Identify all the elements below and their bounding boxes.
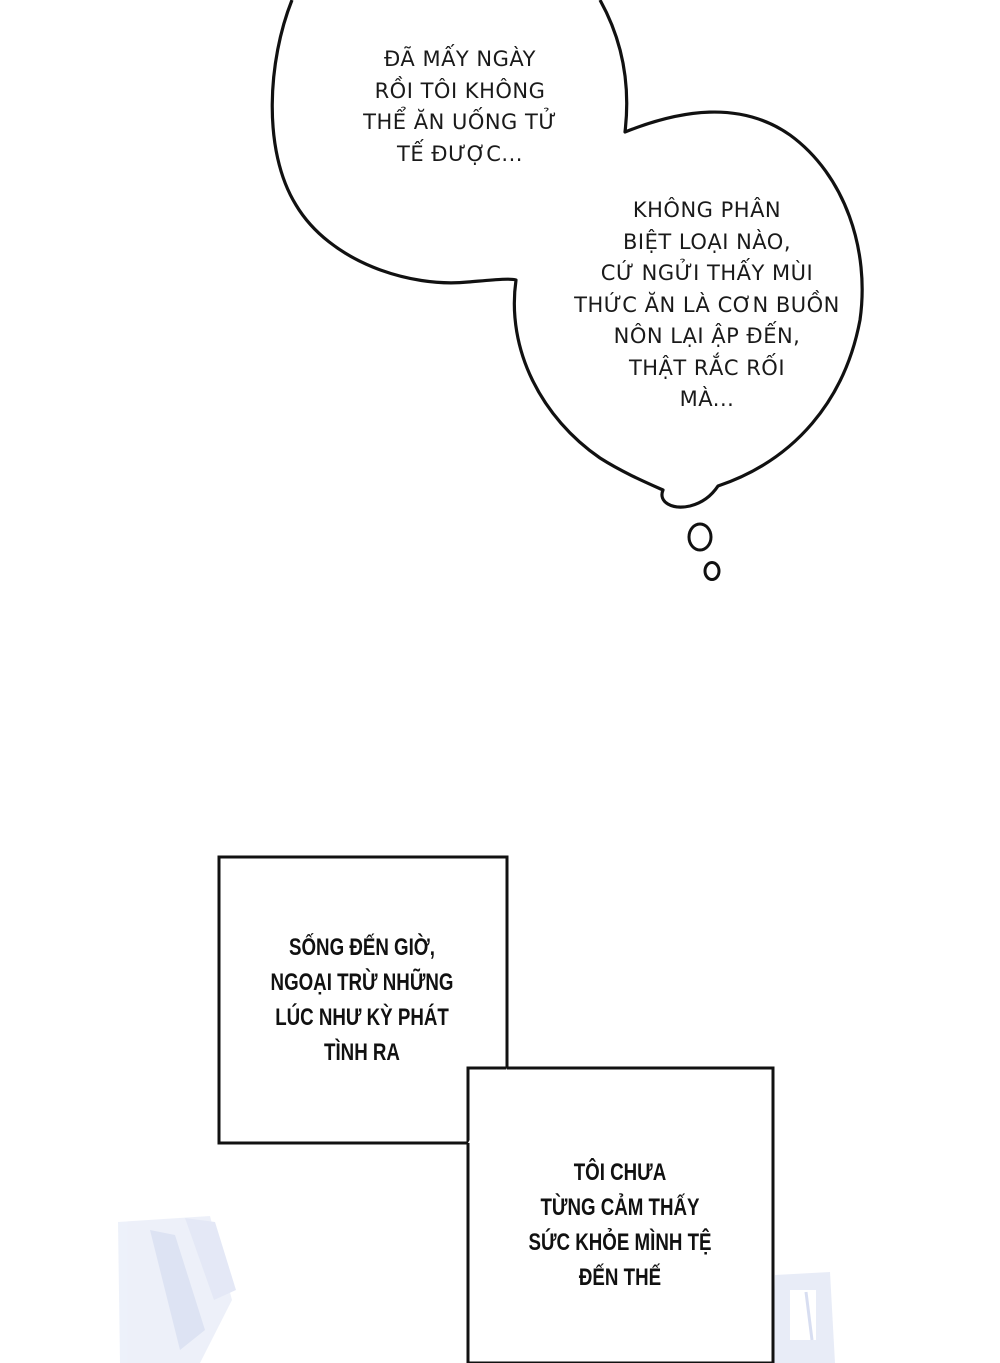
caption-line: NGOẠI TRỪ NHỮNG — [270, 969, 454, 996]
thought-trail-dot-large — [687, 522, 713, 552]
thought-bubble-text-2: KHÔNG PHÂN BIỆT LOẠI NÀO, CỨ NGỬI THẤY M… — [547, 195, 867, 416]
thought-line: NÔN LẠI ẬP ĐẾN, — [613, 324, 801, 348]
thought-line: MÀ... — [679, 387, 735, 411]
thought-line: RỒI TÔI KHÔNG — [374, 78, 546, 103]
thought-line: CỨ NGỬI THẤY MÙI — [600, 261, 814, 285]
thought-line: THỨC ĂN LÀ CƠN BUỒN — [574, 292, 840, 317]
thought-bubble-text-1: ĐÃ MẤY NGÀY RỒI TÔI KHÔNG THỂ ĂN UỐNG TỬ… — [300, 44, 620, 170]
caption-box-text-1: SỐNG ĐẾN GIỜ, NGOẠI TRỪ NHỮNG LÚC NHƯ KỲ… — [245, 930, 479, 1070]
caption-box-lower-outline — [466, 1066, 775, 1363]
caption-line: TÔI CHƯA — [573, 1159, 667, 1186]
caption-line: TỪNG CẢM THẤY — [540, 1194, 700, 1221]
caption-line: SỐNG ĐẾN GIỜ, — [288, 934, 435, 961]
caption-line: LÚC NHƯ KỲ PHÁT — [275, 1004, 449, 1031]
thought-line: KHÔNG PHÂN — [632, 198, 782, 222]
faded-background-art — [118, 1216, 835, 1363]
caption-line: SỨC KHỎE MÌNH TỆ — [528, 1229, 712, 1256]
thought-bubble-outline — [270, 0, 864, 509]
caption-line: ĐẾN THẾ — [578, 1264, 662, 1291]
caption-box-upper-outline — [217, 855, 509, 1145]
thought-line: THẬT RẮC RỐI — [628, 355, 786, 380]
thought-line: BIỆT LOẠI NÀO, — [623, 229, 791, 254]
thought-trail-dot-small — [703, 561, 721, 581]
caption-box-text-2: TÔI CHƯA TỪNG CẢM THẤY SỨC KHỎE MÌNH TỆ … — [503, 1155, 737, 1295]
thought-line: THỂ ĂN UỐNG TỬ — [363, 110, 557, 134]
thought-line: TẾ ĐƯỢC... — [397, 141, 523, 166]
caption-line: TÌNH RA — [324, 1039, 400, 1066]
thought-line: ĐÃ MẤY NGÀY — [384, 47, 536, 71]
